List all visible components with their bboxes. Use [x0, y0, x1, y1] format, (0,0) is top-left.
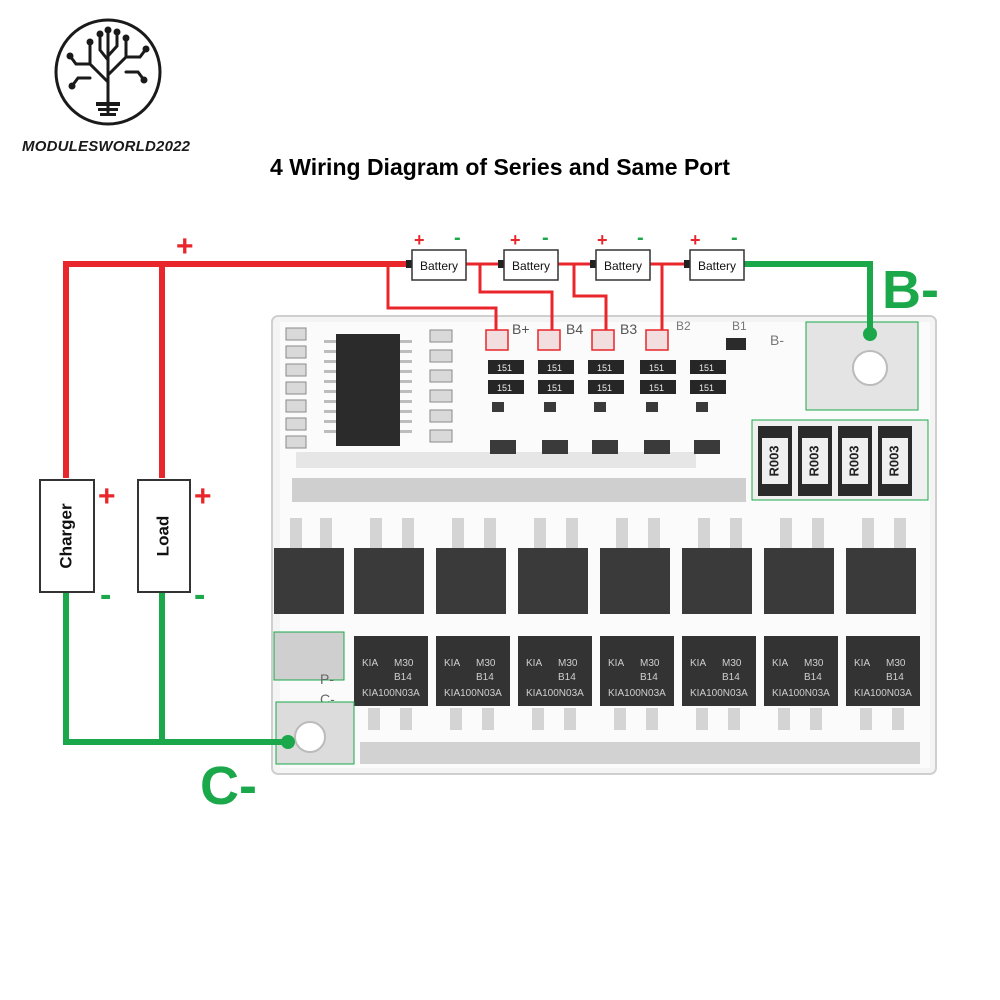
- svg-text:M30: M30: [558, 658, 578, 669]
- svg-text:M30: M30: [476, 658, 496, 669]
- mosfet-row-top: [274, 548, 916, 614]
- brand-logo: [54, 18, 162, 126]
- terminal-label-c-minus: C-: [200, 756, 257, 816]
- svg-text:151: 151: [649, 363, 664, 373]
- svg-text:M30: M30: [394, 658, 414, 669]
- svg-text:Load: Load: [153, 516, 172, 557]
- c-minus-pad: [275, 701, 355, 765]
- svg-text:M30: M30: [722, 658, 742, 669]
- logo-text: MODULESWORLD2022: [22, 138, 191, 155]
- mosfet-row-bottom: [354, 636, 920, 706]
- svg-text:M30: M30: [886, 658, 906, 669]
- svg-text:KIA100N03A: KIA100N03A: [772, 688, 830, 699]
- balance-pads: [485, 329, 746, 351]
- svg-text:151: 151: [699, 363, 714, 373]
- svg-text:Battery: Battery: [420, 259, 458, 273]
- pad-label-b3: B3: [620, 321, 637, 337]
- svg-text:KIA100N03A: KIA100N03A: [362, 688, 420, 699]
- svg-text:B14: B14: [804, 672, 822, 683]
- svg-text:M30: M30: [804, 658, 824, 669]
- sense-resistors: R003 R003 R003 R003: [751, 419, 929, 501]
- svg-text:+: +: [510, 230, 521, 250]
- battery-cell-3: Battery + -: [595, 227, 651, 281]
- svg-text:M30: M30: [640, 658, 660, 669]
- svg-text:151: 151: [547, 363, 562, 373]
- pad-label-b1: B1: [732, 319, 747, 333]
- svg-text:151: 151: [597, 383, 612, 393]
- svg-text:R003: R003: [886, 445, 901, 476]
- svg-text:KIA: KIA: [690, 658, 706, 669]
- svg-text:-: -: [194, 576, 205, 614]
- svg-text:+: +: [690, 230, 701, 250]
- pad-label-b2: B2: [676, 319, 691, 333]
- svg-text:KIA: KIA: [608, 658, 624, 669]
- svg-text:KIA: KIA: [444, 658, 460, 669]
- svg-text:B14: B14: [886, 672, 904, 683]
- pad-label-b4: B4: [566, 321, 583, 337]
- svg-text:151: 151: [497, 363, 512, 373]
- battery-cell-2: Battery + -: [503, 227, 559, 281]
- svg-text:-: -: [100, 576, 111, 614]
- battery-cell-4: Battery + -: [689, 227, 745, 281]
- svg-text:151: 151: [547, 383, 562, 393]
- charger-box: Charger + -: [39, 479, 116, 614]
- svg-text:151: 151: [649, 383, 664, 393]
- svg-text:-: -: [731, 227, 738, 249]
- svg-text:KIA: KIA: [772, 658, 788, 669]
- svg-text:+: +: [414, 230, 425, 250]
- svg-text:Battery: Battery: [698, 259, 736, 273]
- bms-pcb-board: B+ B4 B3 B2 B1 B- 151 151 151 151 151 15…: [271, 315, 937, 775]
- svg-text:R003: R003: [846, 445, 861, 476]
- top-wire-plus: +: [176, 230, 194, 263]
- bms-ic-chip: [324, 334, 412, 446]
- svg-text:KIA100N03A: KIA100N03A: [444, 688, 502, 699]
- b-minus-pad: [805, 321, 919, 411]
- svg-text:B14: B14: [722, 672, 740, 683]
- svg-text:KIA100N03A: KIA100N03A: [690, 688, 748, 699]
- svg-text:B14: B14: [476, 672, 494, 683]
- svg-text:151: 151: [497, 383, 512, 393]
- svg-text:KIA: KIA: [854, 658, 870, 669]
- svg-text:B14: B14: [394, 672, 412, 683]
- positive-wires: [63, 261, 412, 478]
- svg-text:KIA: KIA: [526, 658, 542, 669]
- svg-text:KIA100N03A: KIA100N03A: [608, 688, 666, 699]
- svg-text:R003: R003: [766, 445, 781, 476]
- balance-resistors: 151 151 151 151 151 151 151 151 151 151: [488, 360, 726, 394]
- series-links: [386, 262, 690, 330]
- battery-cell-1: Battery + -: [411, 227, 467, 281]
- svg-text:Battery: Battery: [604, 259, 642, 273]
- svg-text:B14: B14: [558, 672, 576, 683]
- svg-text:KIA: KIA: [362, 658, 378, 669]
- negative-wires: [63, 261, 873, 745]
- svg-text:-: -: [542, 227, 549, 249]
- svg-text:151: 151: [699, 383, 714, 393]
- svg-text:-: -: [454, 227, 461, 249]
- load-box: Load + -: [137, 479, 212, 614]
- svg-text:B14: B14: [640, 672, 658, 683]
- svg-text:Charger: Charger: [56, 503, 75, 569]
- svg-text:R003: R003: [806, 445, 821, 476]
- page-title: 4 Wiring Diagram of Series and Same Port: [270, 154, 730, 180]
- svg-text:KIA100N03A: KIA100N03A: [526, 688, 584, 699]
- silk-p-minus: P-: [320, 671, 334, 687]
- svg-text:-: -: [637, 227, 644, 249]
- svg-text:+: +: [98, 480, 116, 513]
- svg-text:151: 151: [597, 363, 612, 373]
- svg-text:+: +: [194, 480, 212, 513]
- silk-b-minus: B-: [770, 332, 784, 348]
- pad-label-b-plus: B+: [512, 321, 530, 337]
- terminal-label-b-minus: B-: [882, 260, 939, 320]
- svg-text:Battery: Battery: [512, 259, 550, 273]
- svg-text:+: +: [597, 230, 608, 250]
- svg-text:KIA100N03A: KIA100N03A: [854, 688, 912, 699]
